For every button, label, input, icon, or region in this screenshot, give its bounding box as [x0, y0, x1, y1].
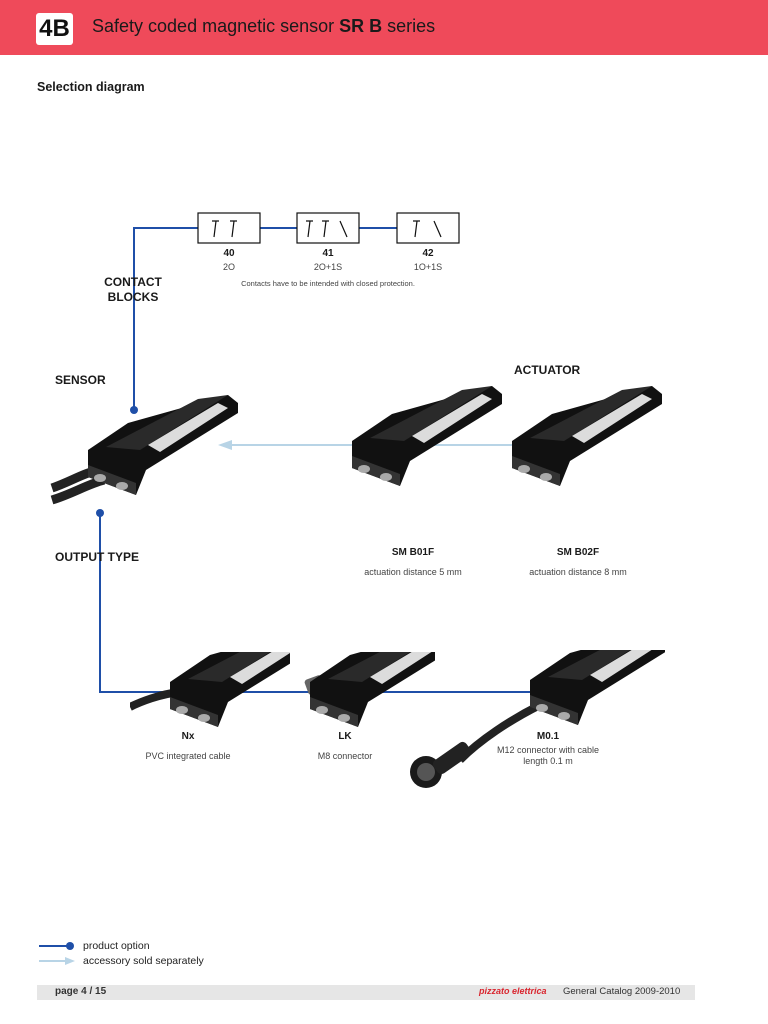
- sensor-photo: [50, 395, 238, 505]
- actuator-label: ACTUATOR: [514, 363, 581, 377]
- contact-config-41: 2O+1S: [313, 262, 343, 272]
- page-header: 4B Safety coded magnetic sensor SR B ser…: [0, 0, 768, 55]
- actuator-desc-sm-b01f: actuation distance 5 mm: [364, 567, 462, 577]
- actuator-desc-sm-b02f: actuation distance 8 mm: [529, 567, 627, 577]
- contacts-note: Contacts have to be intended with closed…: [241, 279, 415, 288]
- output-code-m01: M0.1: [536, 731, 560, 742]
- contact-connector-line: [130, 227, 397, 414]
- contact-code-42: 42: [422, 248, 434, 259]
- legend-product-option-line: [39, 942, 74, 950]
- output-desc-lk: M8 connector: [317, 751, 373, 761]
- legend-product-option: product option: [83, 940, 150, 952]
- output-photo-m01: [410, 650, 665, 788]
- legend-accessory: accessory sold separately: [83, 955, 204, 967]
- catalog-title: General Catalog 2009-2010: [563, 986, 681, 997]
- output-desc-nx: PVC integrated cable: [145, 751, 231, 761]
- contact-box-40[interactable]: [197, 212, 261, 244]
- output-connector-line: [96, 509, 560, 693]
- contact-config-40: 2O: [222, 262, 235, 272]
- actuator-photo-sm-b02f: [512, 386, 662, 486]
- page-number: page 4 / 15: [55, 986, 107, 997]
- output-type-label: OUTPUT TYPE: [55, 550, 140, 564]
- contact-box-41[interactable]: [296, 212, 360, 244]
- contact-box-42[interactable]: [396, 212, 460, 244]
- contact-code-40: 40: [223, 248, 235, 259]
- output-photo-nx: [130, 652, 290, 727]
- section-badge: 4B: [36, 13, 73, 45]
- contact-config-42: 1O+1S: [413, 262, 443, 272]
- page-title: Safety coded magnetic sensor SR B series: [92, 16, 436, 36]
- actuator-photo-sm-b01f: [352, 386, 502, 486]
- output-code-lk: LK: [338, 731, 352, 742]
- contact-code-41: 41: [322, 248, 334, 259]
- brand-logo: pizzato elettrica: [479, 986, 547, 996]
- actuator-code-sm-b02f: SM B02F: [556, 547, 600, 558]
- sensor-label: SENSOR: [55, 373, 106, 387]
- page-footer: page 4 / 15 pizzato elettrica General Ca…: [37, 985, 695, 1000]
- legend-accessory-arrow: [39, 957, 75, 965]
- output-code-nx: Nx: [181, 731, 195, 742]
- actuator-code-sm-b01f: SM B01F: [391, 547, 435, 558]
- output-photo-lk: [304, 652, 435, 727]
- section-title: Selection diagram: [37, 80, 145, 94]
